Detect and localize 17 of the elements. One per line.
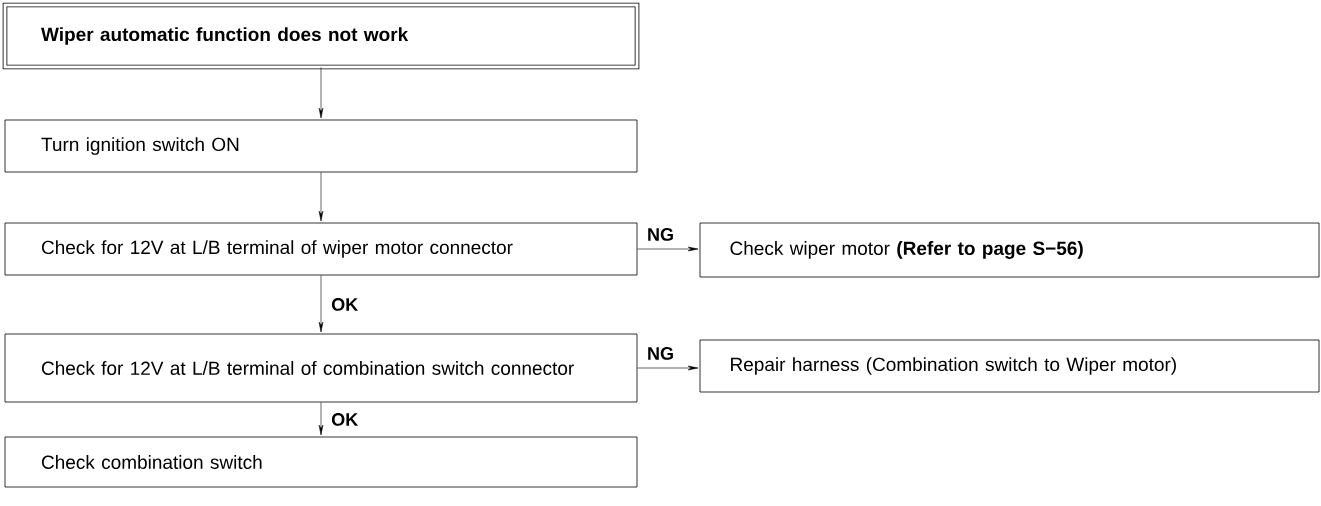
arrow [318, 172, 324, 222]
edge-label: NG [645, 345, 676, 362]
process-box: Check combination switch [4, 436, 638, 488]
edge-label: NG [645, 226, 676, 243]
process-box: Check wiper motor (Refer to page S−56) [699, 222, 1320, 278]
arrow [318, 67, 324, 119]
arrow [637, 365, 699, 371]
title-box: Wiper automatic function does not work [2, 2, 640, 70]
edge-label: OK [329, 411, 361, 428]
process-box: Repair harness (Combination switch to Wiper motor) [699, 339, 1320, 393]
process-box: Check for 12V at L/B terminal of wiper motor connector [4, 222, 638, 276]
arrow [318, 402, 324, 436]
process-box: Turn ignition switch ON [4, 119, 638, 173]
edge-label: OK [329, 296, 361, 313]
process-box: Check for 12V at L/B terminal of combination switch connector [4, 333, 638, 403]
arrow [318, 275, 324, 333]
arrow [637, 246, 699, 252]
